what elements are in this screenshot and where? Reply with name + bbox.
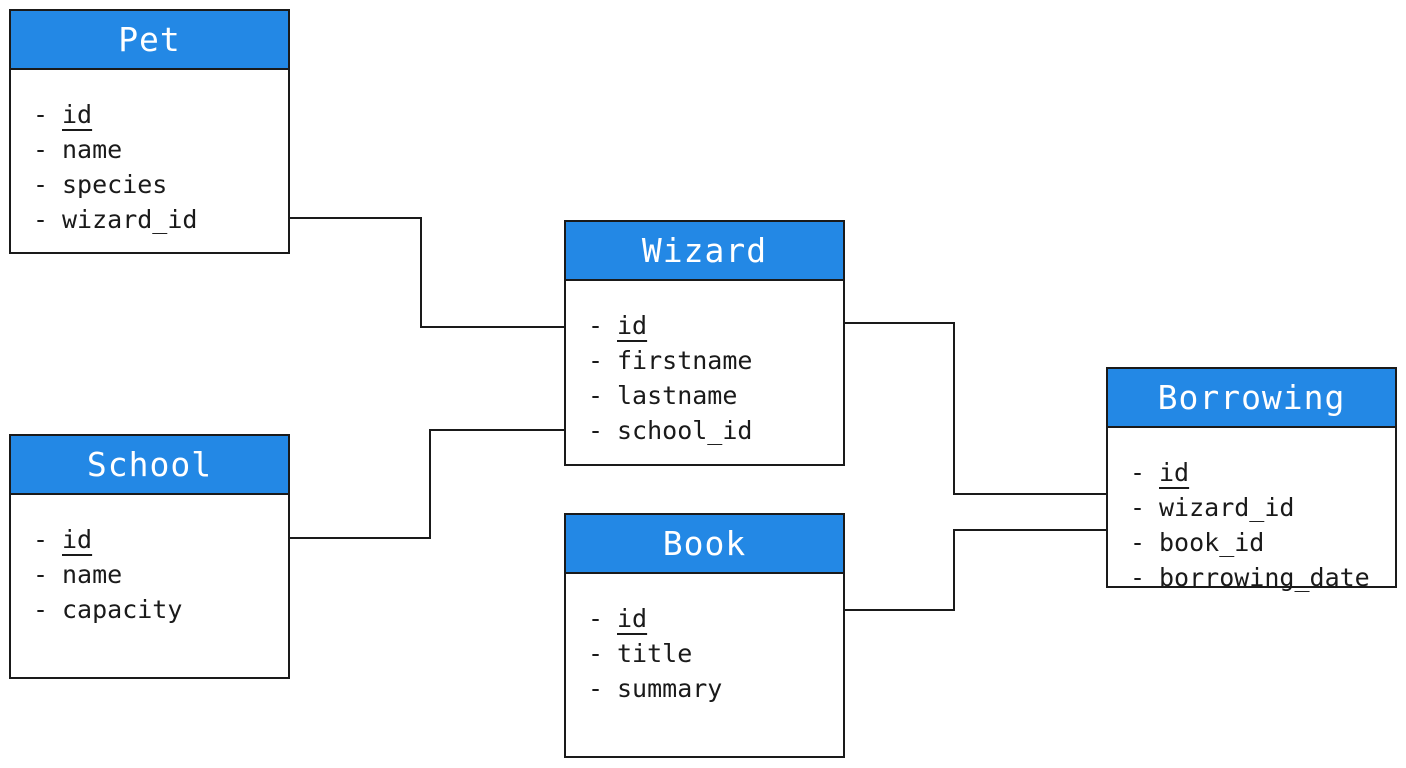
field-marker: - bbox=[33, 135, 49, 164]
primary-key-field: id bbox=[62, 100, 93, 129]
field-name: name bbox=[62, 135, 123, 164]
field-row: -capacity bbox=[33, 592, 288, 627]
field-row: -id bbox=[588, 601, 843, 636]
field-row: -id bbox=[33, 522, 288, 557]
connector-wizard-school bbox=[290, 429, 564, 539]
field-marker: - bbox=[1130, 458, 1146, 487]
field-marker: - bbox=[1130, 493, 1146, 522]
field-marker: - bbox=[588, 674, 604, 703]
entity-title: Pet bbox=[11, 11, 288, 70]
entity-school[interactable]: School -id -name -capacity bbox=[9, 434, 290, 679]
field-marker: - bbox=[588, 604, 604, 633]
connector-wizard-borrowing bbox=[845, 322, 1106, 495]
entity-title: Borrowing bbox=[1108, 369, 1395, 428]
primary-key-field: id bbox=[617, 311, 648, 340]
field-row: -firstname bbox=[588, 343, 843, 378]
entity-borrowing[interactable]: Borrowing -id -wizard_id -book_id -borro… bbox=[1106, 367, 1397, 592]
field-marker: - bbox=[33, 100, 49, 129]
field-name: wizard_id bbox=[62, 205, 198, 234]
field-row: -book_id bbox=[1130, 525, 1395, 560]
field-marker: - bbox=[1130, 528, 1146, 557]
field-name: capacity bbox=[62, 595, 183, 624]
field-name: title bbox=[617, 639, 693, 668]
field-row: -lastname bbox=[588, 378, 843, 413]
field-name: name bbox=[62, 560, 123, 589]
primary-key-field: id bbox=[62, 525, 93, 554]
field-row: -id bbox=[33, 97, 288, 132]
connector-pet-wizard bbox=[290, 217, 564, 328]
field-list: -id -name -capacity bbox=[11, 495, 288, 627]
field-marker: - bbox=[588, 346, 604, 375]
field-row: -species bbox=[33, 167, 288, 202]
field-name: wizard_id bbox=[1159, 493, 1295, 522]
field-row: -name bbox=[33, 132, 288, 167]
field-marker: - bbox=[33, 595, 49, 624]
field-list: -id -wizard_id -book_id -borrowing_date bbox=[1108, 428, 1395, 595]
field-row: -id bbox=[588, 308, 843, 343]
field-row: -summary bbox=[588, 671, 843, 706]
field-name: summary bbox=[617, 674, 723, 703]
field-marker: - bbox=[588, 381, 604, 410]
field-name: school_id bbox=[617, 416, 753, 445]
entity-title: Book bbox=[566, 515, 843, 574]
field-marker: - bbox=[588, 416, 604, 445]
field-name: book_id bbox=[1159, 528, 1265, 557]
field-row: -name bbox=[33, 557, 288, 592]
field-list: -id -name -species -wizard_id bbox=[11, 70, 288, 237]
connector-book-borrowing bbox=[845, 529, 1106, 611]
entity-title: School bbox=[11, 436, 288, 495]
field-name: lastname bbox=[617, 381, 738, 410]
field-marker: - bbox=[33, 205, 49, 234]
field-list: -id -title -summary bbox=[566, 574, 843, 706]
primary-key-field: id bbox=[617, 604, 648, 633]
field-row: -school_id bbox=[588, 413, 843, 448]
field-name: firstname bbox=[617, 346, 753, 375]
field-marker: - bbox=[33, 170, 49, 199]
field-row: -borrowing_date bbox=[1130, 560, 1395, 595]
entity-book[interactable]: Book -id -title -summary bbox=[564, 513, 845, 758]
field-marker: - bbox=[33, 525, 49, 554]
field-marker: - bbox=[1130, 563, 1146, 592]
field-marker: - bbox=[588, 311, 604, 340]
field-row: -wizard_id bbox=[33, 202, 288, 237]
field-marker: - bbox=[33, 560, 49, 589]
entity-title: Wizard bbox=[566, 222, 843, 281]
entity-pet[interactable]: Pet -id -name -species -wizard_id bbox=[9, 9, 290, 254]
field-row: -wizard_id bbox=[1130, 490, 1395, 525]
field-row: -title bbox=[588, 636, 843, 671]
field-row: -id bbox=[1130, 455, 1395, 490]
field-marker: - bbox=[588, 639, 604, 668]
primary-key-field: id bbox=[1159, 458, 1190, 487]
entity-wizard[interactable]: Wizard -id -firstname -lastname -school_… bbox=[564, 220, 845, 466]
field-name: species bbox=[62, 170, 168, 199]
field-list: -id -firstname -lastname -school_id bbox=[566, 281, 843, 448]
field-name: borrowing_date bbox=[1159, 563, 1370, 592]
